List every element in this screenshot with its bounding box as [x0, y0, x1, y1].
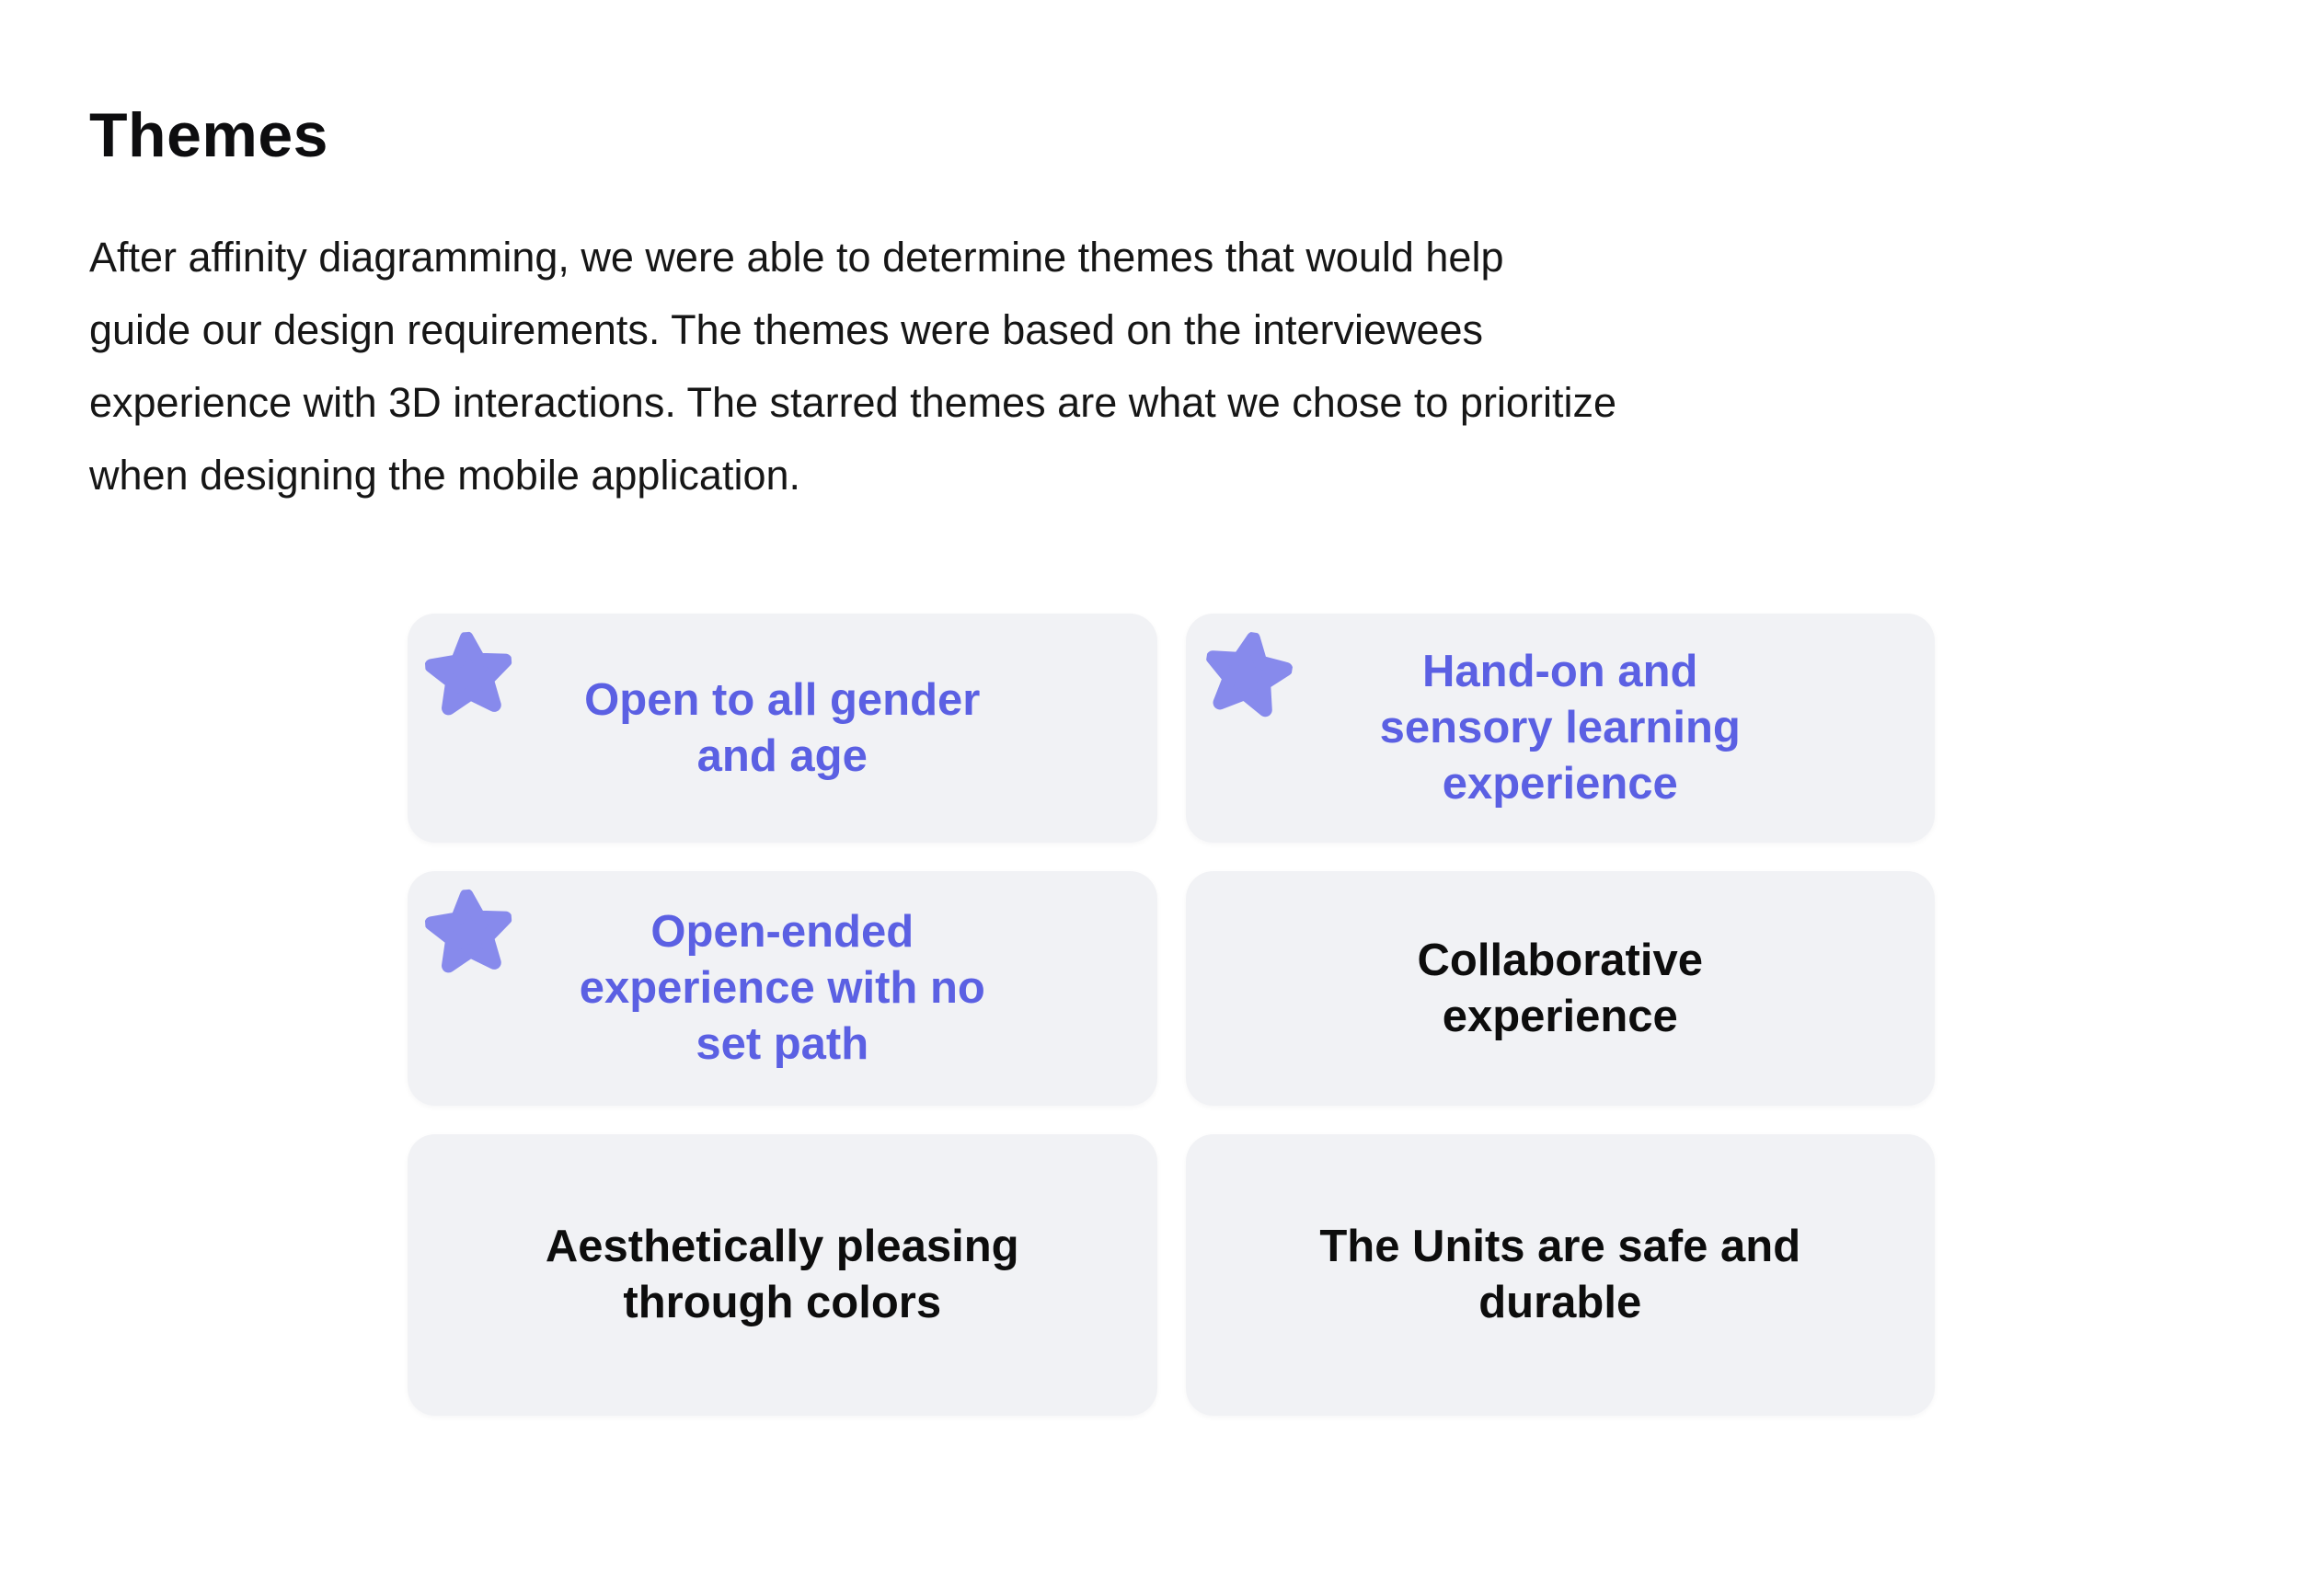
theme-card: Open to all gender and age [408, 614, 1157, 843]
theme-card: Open-ended experience with no set path [408, 871, 1157, 1106]
theme-card: Collaborative experience [1185, 871, 1935, 1106]
theme-card-label: Open to all gender and age [584, 674, 981, 781]
star-icon [423, 629, 515, 721]
theme-card: The Units are safe and durable [1185, 1134, 1935, 1416]
star-icon [423, 887, 515, 979]
star-icon [1198, 626, 1297, 725]
intro-paragraph: After affinity diagramming, we were able… [89, 234, 1616, 499]
theme-card-label: The Units are safe and durable [1319, 1222, 1801, 1327]
page-title: Themes [89, 100, 328, 170]
theme-card: Aesthetically pleasing through colors [408, 1134, 1157, 1416]
themes-grid: Open to all gender and age Hand-on and s… [408, 614, 1935, 1416]
theme-card-label: Collaborative experience [1417, 935, 1703, 1041]
theme-card: Hand-on and sensory learning experience [1185, 614, 1935, 843]
theme-card-label: Hand-on and sensory learning experience [1379, 647, 1741, 809]
theme-card-label: Aesthetically pleasing through colors [545, 1222, 1019, 1327]
theme-card-label: Open-ended experience with no set path [579, 907, 985, 1069]
